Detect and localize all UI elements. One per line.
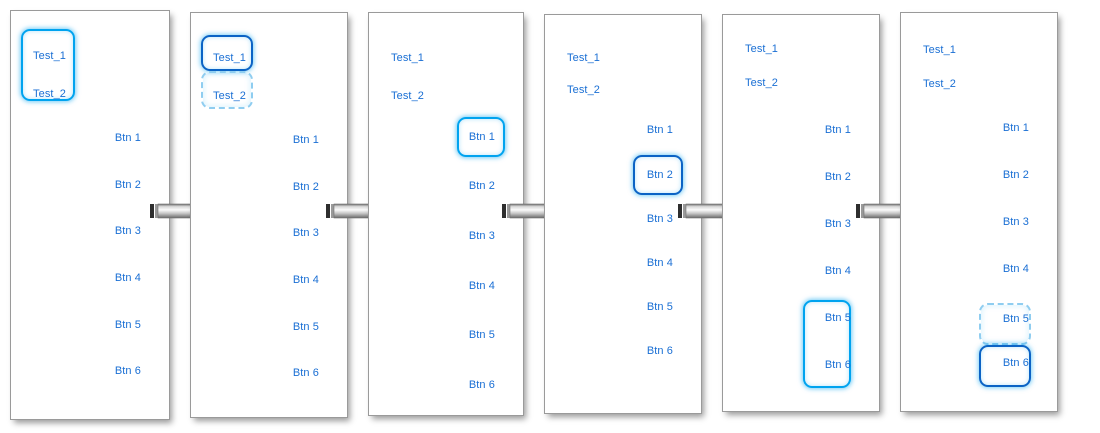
btn-label-4[interactable]: Btn 4	[1002, 263, 1029, 275]
panel-3: Test_1 Test_2 Btn 1 Btn 2 Btn 3 Btn 4 Bt…	[368, 12, 524, 416]
btn-label-5[interactable]: Btn 5	[824, 312, 851, 324]
btn-label-5[interactable]: Btn 5	[1002, 313, 1029, 325]
btn-label-4[interactable]: Btn 4	[646, 257, 673, 269]
test-label-2[interactable]: Test_2	[33, 88, 67, 100]
test-label-2[interactable]: Test_2	[213, 90, 247, 102]
btn-label-6[interactable]: Btn 6	[468, 379, 495, 391]
panel-2: Test_1 Test_2 Btn 1 Btn 2 Btn 3 Btn 4 Bt…	[190, 12, 348, 418]
btn-label-4[interactable]: Btn 4	[114, 272, 141, 284]
btn-label-3[interactable]: Btn 3	[824, 218, 851, 230]
btn-label-4[interactable]: Btn 4	[468, 280, 495, 292]
btn-label-2[interactable]: Btn 2	[468, 180, 495, 192]
btn-label-6[interactable]: Btn 6	[292, 367, 319, 379]
btn-label-3[interactable]: Btn 3	[1002, 216, 1029, 228]
btn-label-5[interactable]: Btn 5	[468, 329, 495, 341]
btn-label-1[interactable]: Btn 1	[114, 132, 141, 144]
panel-1: Test_1 Test_2 Btn 1 Btn 2 Btn 3 Btn 4 Bt…	[10, 10, 170, 420]
test-label-2[interactable]: Test_2	[391, 90, 425, 102]
test-label-2[interactable]: Test_2	[567, 84, 601, 96]
test-label-1[interactable]: Test_1	[33, 50, 67, 62]
btn-label-3[interactable]: Btn 3	[468, 230, 495, 242]
btn-label-5[interactable]: Btn 5	[292, 321, 319, 333]
btn-label-1[interactable]: Btn 1	[1002, 122, 1029, 134]
btn-label-2[interactable]: Btn 2	[1002, 169, 1029, 181]
btn-label-1[interactable]: Btn 1	[646, 124, 673, 136]
btn-label-3[interactable]: Btn 3	[292, 227, 319, 239]
btn-label-3[interactable]: Btn 3	[646, 213, 673, 225]
btn-label-3[interactable]: Btn 3	[114, 225, 141, 237]
btn-label-6[interactable]: Btn 6	[646, 345, 673, 357]
btn-label-1[interactable]: Btn 1	[292, 134, 319, 146]
btn-label-6[interactable]: Btn 6	[1002, 357, 1029, 369]
test-label-1[interactable]: Test_1	[213, 52, 247, 64]
btn-label-5[interactable]: Btn 5	[114, 319, 141, 331]
btn-label-6[interactable]: Btn 6	[114, 365, 141, 377]
test-label-1[interactable]: Test_1	[923, 44, 957, 56]
test-label-2[interactable]: Test_2	[745, 77, 779, 89]
btn-label-5[interactable]: Btn 5	[646, 301, 673, 313]
btn-label-2[interactable]: Btn 2	[114, 179, 141, 191]
test-label-1[interactable]: Test_1	[391, 52, 425, 64]
btn-label-4[interactable]: Btn 4	[292, 274, 319, 286]
test-label-2[interactable]: Test_2	[923, 78, 957, 90]
btn-label-6[interactable]: Btn 6	[824, 359, 851, 371]
btn-label-4[interactable]: Btn 4	[824, 265, 851, 277]
btn-label-2[interactable]: Btn 2	[292, 181, 319, 193]
test-label-1[interactable]: Test_1	[745, 43, 779, 55]
test-label-1[interactable]: Test_1	[567, 52, 601, 64]
btn-label-2[interactable]: Btn 2	[824, 171, 851, 183]
btn-label-1[interactable]: Btn 1	[824, 124, 851, 136]
btn-label-2[interactable]: Btn 2	[646, 169, 673, 181]
panel-6: Test_1 Test_2 Btn 1 Btn 2 Btn 3 Btn 4 Bt…	[900, 12, 1058, 412]
btn-label-1[interactable]: Btn 1	[468, 131, 495, 143]
